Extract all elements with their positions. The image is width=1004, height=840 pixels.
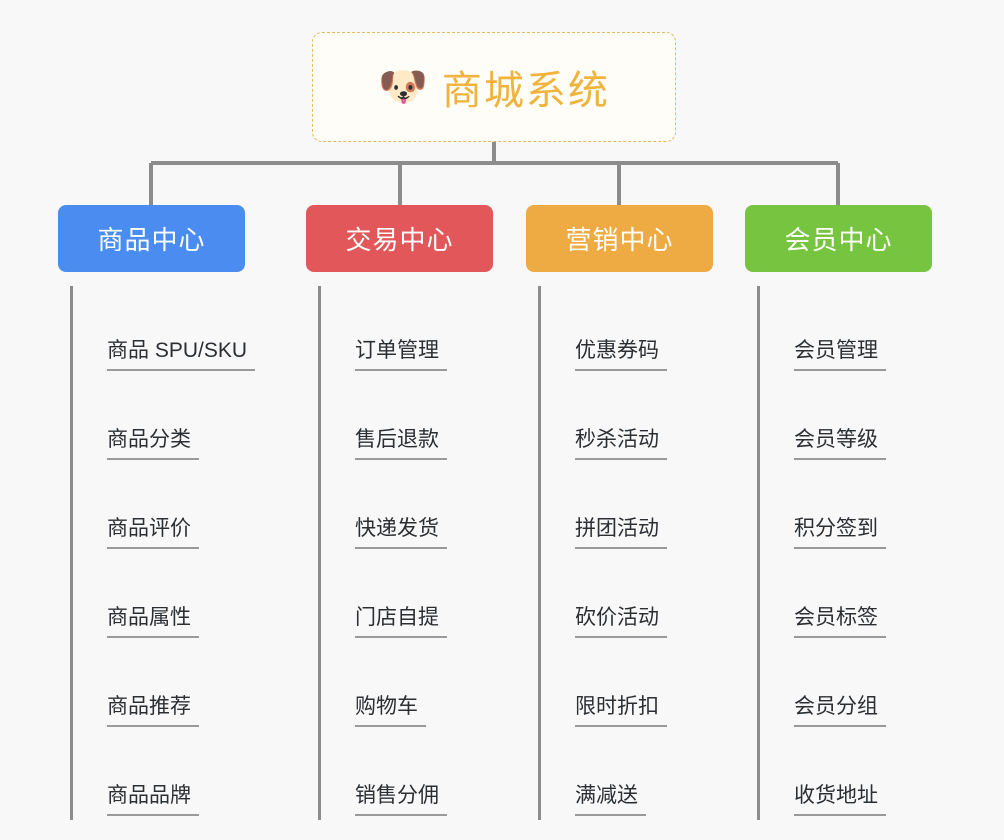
list-item[interactable]: 限时折扣 [541,642,713,731]
branch-product-center: 商品中心 商品 SPU/SKU 商品分类 商品评价 商品属性 商品推荐 商品品牌 [58,205,256,820]
branch-header-product-center[interactable]: 商品中心 [58,205,245,272]
list-item-label: 购物车 [355,695,426,727]
list-item-label: 满减送 [575,784,646,816]
list-item-label: 拼团活动 [575,517,667,549]
branch-header-label: 交易中心 [345,225,454,255]
branch-header-member-center[interactable]: 会员中心 [745,205,932,272]
branch-item-list: 商品 SPU/SKU 商品分类 商品评价 商品属性 商品推荐 商品品牌 [70,286,256,820]
list-item[interactable]: 会员标签 [760,553,932,642]
list-item[interactable]: 商品 SPU/SKU [73,286,256,375]
branch-item-list: 优惠券码 秒杀活动 拼团活动 砍价活动 限时折扣 满减送 [538,286,713,820]
list-item-label: 商品属性 [107,606,199,638]
list-item[interactable]: 商品分类 [73,375,245,464]
branch-header-label: 商品中心 [97,225,206,255]
list-item-label: 商品分类 [107,428,199,460]
root-node[interactable]: 🐶 商城系统 [312,32,676,142]
list-item[interactable]: 会员等级 [760,375,932,464]
list-item[interactable]: 优惠券码 [541,286,713,375]
list-item-label: 会员管理 [794,339,886,371]
list-item-label: 会员等级 [794,428,886,460]
list-item-label: 限时折扣 [575,695,667,727]
list-item-label: 门店自提 [355,606,447,638]
list-item-label: 优惠券码 [575,339,667,371]
branch-marketing-center: 营销中心 优惠券码 秒杀活动 拼团活动 砍价活动 限时折扣 满减送 [526,205,713,820]
list-item-label: 销售分佣 [355,784,447,816]
list-item[interactable]: 满减送 [541,731,713,820]
list-item[interactable]: 秒杀活动 [541,375,713,464]
branch-header-label: 营销中心 [565,225,674,255]
list-item[interactable]: 会员分组 [760,642,932,731]
list-item[interactable]: 售后退款 [321,375,493,464]
list-item[interactable]: 商品品牌 [73,731,245,820]
list-item-label: 商品推荐 [107,695,199,727]
branch-trade-center: 交易中心 订单管理 售后退款 快递发货 门店自提 购物车 销售分佣 [306,205,493,820]
list-item-label: 售后退款 [355,428,447,460]
list-item-label: 积分签到 [794,517,886,549]
list-item[interactable]: 砍价活动 [541,553,713,642]
list-item-label: 收货地址 [794,784,886,816]
branch-header-label: 会员中心 [784,225,893,255]
list-item[interactable]: 拼团活动 [541,464,713,553]
list-item[interactable]: 订单管理 [321,286,493,375]
list-item-label: 订单管理 [355,339,447,371]
list-item-label: 砍价活动 [575,606,667,638]
list-item[interactable]: 收货地址 [760,731,932,820]
branch-member-center: 会员中心 会员管理 会员等级 积分签到 会员标签 会员分组 收货地址 [745,205,932,820]
list-item[interactable]: 商品属性 [73,553,245,642]
branch-item-list: 订单管理 售后退款 快递发货 门店自提 购物车 销售分佣 [318,286,493,820]
list-item-label: 会员分组 [794,695,886,727]
branch-header-marketing-center[interactable]: 营销中心 [526,205,713,272]
list-item[interactable]: 快递发货 [321,464,493,553]
list-item[interactable]: 商品推荐 [73,642,245,731]
branch-header-trade-center[interactable]: 交易中心 [306,205,493,272]
list-item[interactable]: 购物车 [321,642,493,731]
branch-item-list: 会员管理 会员等级 积分签到 会员标签 会员分组 收货地址 [757,286,932,820]
list-item[interactable]: 积分签到 [760,464,932,553]
root-title: 商城系统 [441,69,610,113]
list-item-label: 商品 SPU/SKU [107,339,256,371]
list-item-label: 商品品牌 [107,784,199,816]
list-item[interactable]: 会员管理 [760,286,932,375]
list-item[interactable]: 商品评价 [73,464,245,553]
list-item-label: 会员标签 [794,606,886,638]
dog-face-icon: 🐶 [378,65,428,109]
list-item-label: 秒杀活动 [575,428,667,460]
list-item[interactable]: 门店自提 [321,553,493,642]
list-item[interactable]: 销售分佣 [321,731,493,820]
list-item-label: 快递发货 [355,517,447,549]
list-item-label: 商品评价 [107,517,199,549]
